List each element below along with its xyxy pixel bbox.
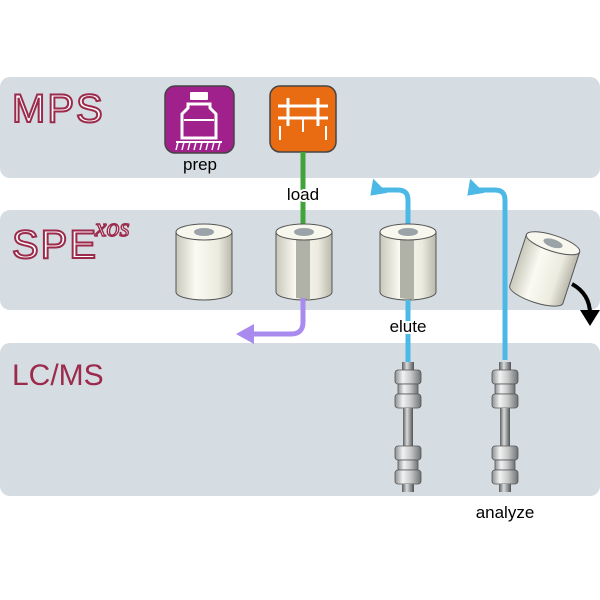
waste-flow-line — [252, 298, 306, 337]
spe-cartridge-idle — [175, 223, 233, 301]
rail-transfer-icon — [269, 85, 337, 153]
solvent-feed-arrowhead-elute — [370, 178, 388, 196]
band-label-mps: MPS — [12, 87, 105, 131]
discard-arrowhead — [580, 310, 600, 326]
vial-on-rack-icon — [164, 85, 235, 154]
solvent-feed-line-analyze — [475, 187, 508, 360]
step-label-load: load — [287, 185, 319, 204]
step-label-analyze: analyze — [476, 503, 535, 522]
band-label-lcms: LC/MS — [12, 359, 104, 392]
step-label-elute: elute — [390, 317, 427, 336]
solvent-feed-line-elute — [378, 187, 411, 228]
band-lcms — [0, 343, 600, 496]
waste-arrowhead — [236, 324, 254, 344]
step-label-prep: prep — [183, 155, 217, 174]
spe-cartridge-eluting — [379, 223, 437, 301]
band-label-spe: SPE — [12, 223, 98, 267]
band-label-spe-superscript: xos — [94, 213, 130, 242]
spe-cartridge-discarded — [509, 231, 581, 307]
lc-column-elute — [394, 362, 422, 492]
spe-cartridge-loading — [275, 223, 333, 301]
lc-column-analyze — [491, 362, 519, 492]
solvent-feed-arrowhead-analyze — [467, 178, 485, 196]
